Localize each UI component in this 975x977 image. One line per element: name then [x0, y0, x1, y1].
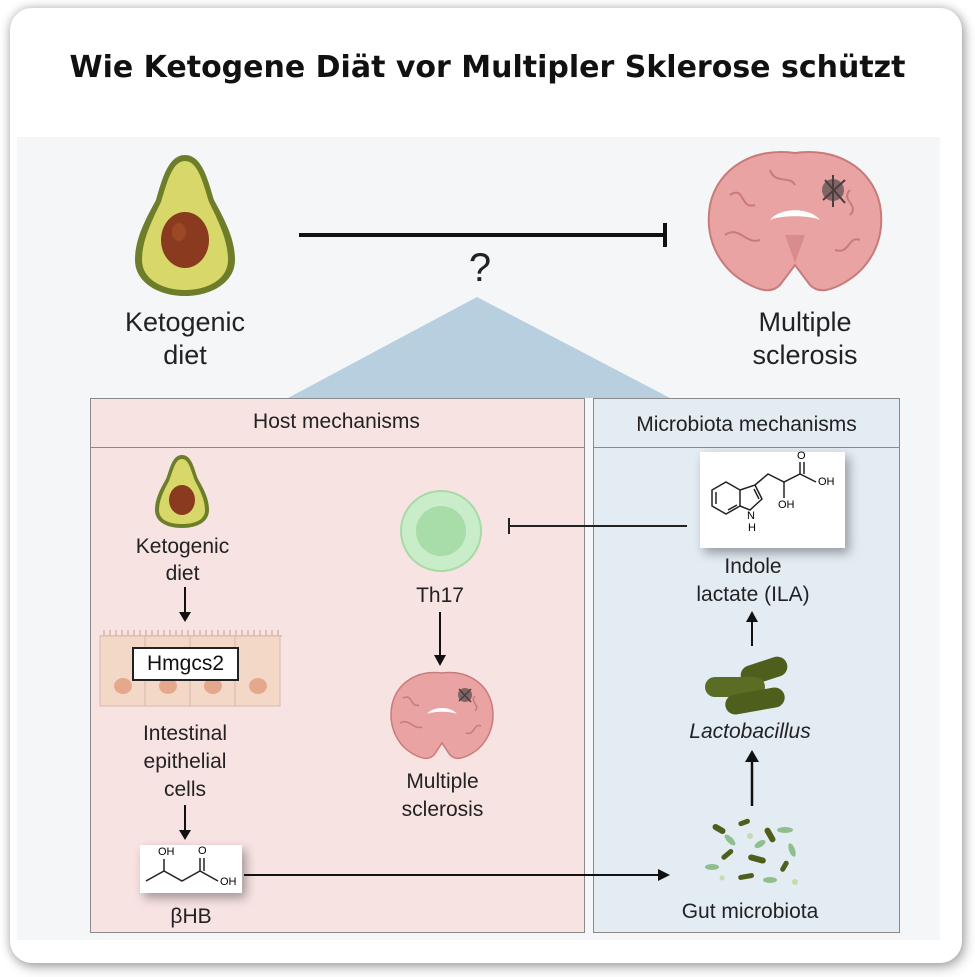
small-brain-icon [390, 671, 494, 760]
ila-skeleton [711, 462, 817, 515]
inhibition-ila-to-th17 [508, 518, 687, 534]
bhb-o-label: O [198, 845, 207, 857]
th17-label: Th17 [416, 584, 464, 607]
mechanism-triangle [288, 297, 670, 398]
hmgcs2-gene-box: Hmgcs2 [132, 647, 239, 681]
question-mark: ? [468, 246, 492, 290]
ila-oh-label: OH [818, 476, 835, 488]
ila-n-label: N [747, 510, 755, 522]
brain-icon [707, 151, 883, 292]
ms-label-line1: Multiple [758, 307, 852, 337]
page-title: Wie Ketogene Diät vor Multipler Sklerose… [69, 50, 906, 85]
lactobacillus-label: Lactobacillus [689, 720, 811, 743]
arrow-down-th17 [434, 612, 446, 666]
iec-line2: epithelial [143, 750, 227, 773]
avocado-icon [135, 155, 235, 296]
ila-structure: O OH OH N H [700, 450, 845, 548]
bhb-oh2-label: OH [220, 876, 237, 888]
host-mechanisms-header [90, 398, 585, 448]
bhb-label: βHB [170, 905, 212, 928]
ila-o-label: O [797, 450, 806, 462]
host-keto-line2: diet [165, 562, 200, 585]
keto-label-line2: diet [163, 340, 207, 370]
arrow-down-1 [179, 587, 191, 622]
gut-microbiota-label: Gut microbiota [681, 900, 819, 923]
ila-line1: Indole [724, 555, 782, 578]
host-ms-line2: sclerosis [401, 798, 484, 821]
lactobacillus-icon [705, 656, 788, 715]
host-header-label: Host mechanisms [253, 410, 420, 433]
bhb-oh-label: OH [158, 846, 175, 858]
keto-label-line1: Ketogenic [124, 307, 246, 337]
small-avocado-icon [155, 455, 209, 528]
ila-h-label: H [748, 522, 756, 534]
host-ms-line1: Multiple [406, 770, 479, 793]
arrow-up-lacto [745, 750, 759, 806]
iec-line3: cells [163, 778, 206, 801]
ila-line2: lactate (ILA) [696, 583, 810, 606]
arrow-bhb-to-microbiota [244, 869, 670, 881]
ila-oh2-label: OH [778, 499, 795, 511]
th17-cell-icon [400, 490, 482, 572]
inhibition-arrow [299, 223, 667, 247]
arrow-down-2 [179, 805, 191, 840]
bhb-skeleton [145, 858, 219, 882]
microbiota-header-label: Microbiota mechanisms [636, 413, 857, 436]
gut-microbiota-icon [705, 818, 798, 885]
iec-line1: Intestinal [142, 722, 228, 745]
ms-label-line2: sclerosis [752, 340, 858, 370]
bhb-structure: OH O OH [140, 845, 242, 893]
arrow-up-ila [746, 611, 758, 646]
microbiota-mechanisms-header [593, 398, 900, 448]
host-keto-line1: Ketogenic [135, 535, 230, 558]
